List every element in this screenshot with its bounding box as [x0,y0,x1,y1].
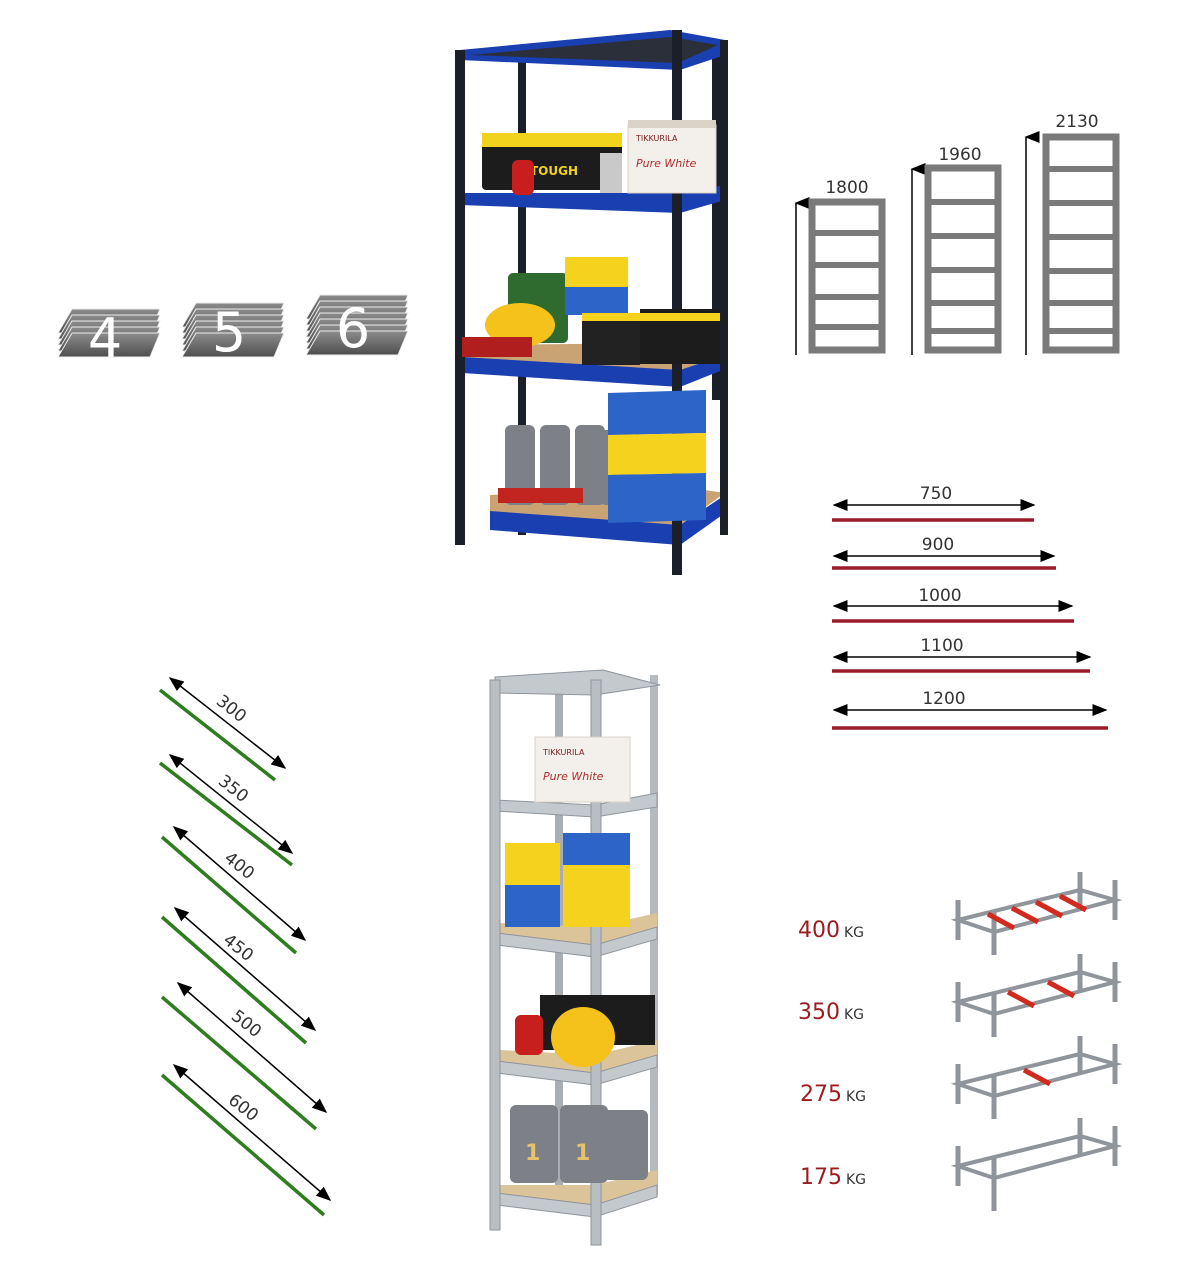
height-frames: 1800 1960 [794,112,1120,355]
blue-toolbox-brand: TOUGH [530,164,578,178]
load-400-value: 400 [798,918,840,943]
width-1100-label: 1100 [920,636,963,656]
depth-500-label: 500 [227,1006,265,1042]
shelf-count-icons: 4 5 6 [57,294,409,370]
width-900-label: 900 [922,535,954,555]
depth-450-label: 450 [219,930,257,966]
frame-2-support-bars [950,954,1123,1037]
grey-paint-name: Pure White [543,770,604,783]
width-900-bar[interactable]: 900 [832,535,1056,570]
blue-shelving-illustration: TOUGH TIKKURILA Pure White [455,30,728,575]
grey-oil-label-2: 1 [575,1141,590,1166]
width-1200-bar[interactable]: 1200 [832,689,1108,730]
depth-options: 300 350 400 450 500 600 [150,665,350,1225]
blue-paint-name: Pure White [636,157,697,170]
depth-600-bar[interactable]: 600 [160,1064,332,1217]
frame-1-support-bar [950,1036,1123,1119]
load-275-value: 275 [800,1082,842,1107]
width-1000-label: 1000 [918,586,961,606]
grey-paint-brand: TIKKURILA [542,748,585,757]
load-175-value: 175 [800,1165,842,1190]
height-1800-label: 1800 [825,178,868,198]
height-1960-label: 1960 [938,145,981,165]
depth-350-bar[interactable]: 350 [158,754,294,867]
width-1000-bar[interactable]: 1000 [832,586,1074,623]
height-options: 1800 1960 [780,105,1130,360]
frame-4-support-bars [950,872,1123,955]
galvanised-shelving-illustration: TIKKURILA Pure White 1 1 [489,669,661,1246]
load-400-unit: KG [844,925,865,941]
load-175-unit: KG [846,1172,867,1188]
shelf-count-5-label: 5 [212,301,246,364]
load-350-value: 350 [798,1000,840,1025]
height-1960-frame[interactable]: 1960 [910,145,1002,355]
shelf-count-options: 4 5 6 [50,285,420,370]
depth-300-bar[interactable]: 300 [158,677,287,782]
width-1200-label: 1200 [922,689,965,709]
height-1800-frame[interactable]: 1800 [794,178,886,355]
width-1100-bar[interactable]: 1100 [832,636,1092,673]
depth-300-label: 300 [212,691,250,727]
width-bars: 750 900 1000 1100 1200 [832,484,1108,730]
load-frame-illustrations [950,872,1123,1211]
shelf-count-6-icon[interactable]: 6 [305,294,409,360]
depth-350-label: 350 [214,771,252,807]
height-2130-label: 2130 [1055,112,1098,132]
shelf-count-4-icon[interactable]: 4 [57,307,161,370]
load-275-unit: KG [846,1089,867,1105]
galvanised-shelving-unit: TIKKURILA Pure White 1 1 [485,665,670,1250]
width-options: 750 900 1000 1100 1200 [820,478,1120,738]
width-750-label: 750 [920,484,952,504]
height-2130-frame[interactable]: 2130 [1024,112,1120,355]
load-frames [950,870,1125,1220]
load-350-unit: KG [844,1007,865,1023]
grey-oil-label-1: 1 [525,1141,540,1166]
frame-no-support-bars [950,1118,1123,1211]
shelf-count-6-label: 6 [336,297,370,360]
depth-400-label: 400 [220,848,258,884]
depth-bars: 300 350 400 450 500 600 [158,677,332,1217]
width-750-bar[interactable]: 750 [832,484,1036,522]
blue-paint-brand: TIKKURILA [635,134,678,143]
shelf-count-4-label: 4 [88,307,122,370]
shelf-count-5-icon[interactable]: 5 [181,301,285,364]
depth-600-label: 600 [224,1090,262,1126]
blue-shelving-unit: TOUGH TIKKURILA Pure White [450,25,740,580]
